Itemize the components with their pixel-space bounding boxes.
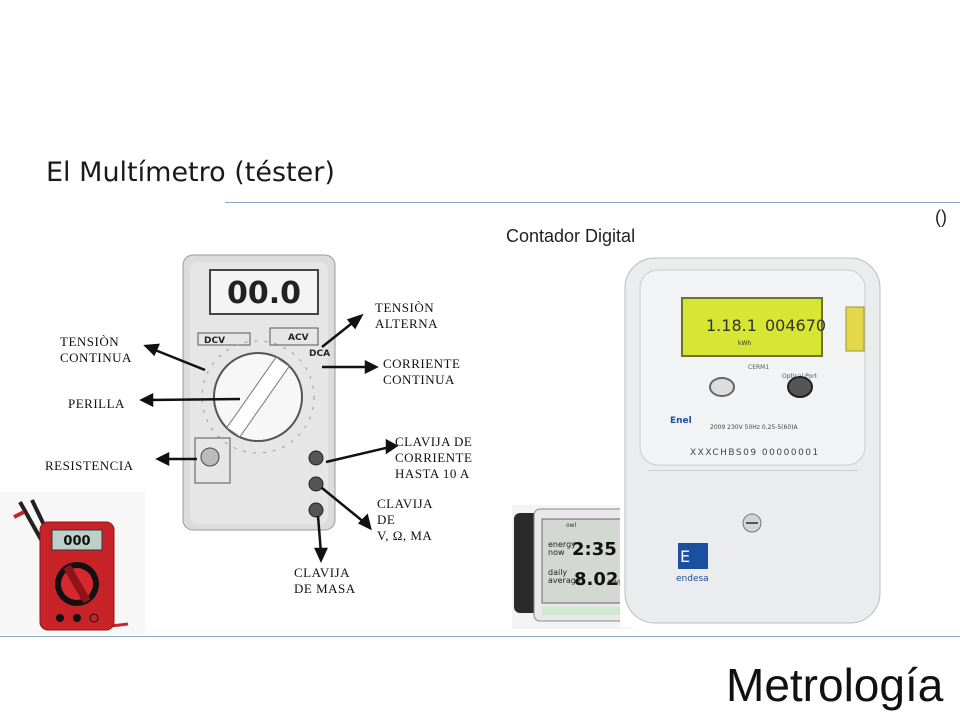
- lcd-unit: kWh: [738, 340, 751, 347]
- monitor-energy-value: 2:35: [572, 539, 617, 560]
- monitor-daily-value: 8.02: [574, 569, 618, 590]
- endesa-logo: [678, 543, 708, 569]
- footer-title: Metrología: [726, 659, 944, 711]
- svg-text:E: E: [680, 547, 690, 566]
- dial-label-dcv: DCV: [204, 336, 225, 346]
- red-multimeter-photo: 000: [0, 492, 145, 634]
- meter-barcode: XXXCHBS09 00000001: [690, 448, 820, 458]
- red-meter-display: 000: [63, 534, 90, 549]
- dial-label-dca: DCA: [309, 349, 330, 359]
- meter-caption: Contador Digital: [506, 226, 636, 246]
- smart-meter-photo: 1.18.1 004670 kWh CERM1 Optical Port Ene…: [620, 255, 885, 627]
- footer-divider: [0, 636, 960, 637]
- label-clavija-masa: CLAVIJA DE MASA: [294, 565, 356, 596]
- optical-port: [787, 376, 813, 398]
- dial-label-acv: ACV: [288, 333, 309, 343]
- svg-text:now: now: [548, 548, 565, 557]
- label-corriente-continua: CORRIENTE CONTINUA: [383, 356, 461, 387]
- lcd-right-value: 004670: [765, 316, 826, 335]
- label-clavija-v: CLAVIJA DE V, Ω, MA: [377, 496, 433, 543]
- label-resistencia: RESISTENCIA: [45, 458, 134, 473]
- meter-model: CERM1: [748, 364, 769, 371]
- jack-com: [308, 502, 324, 518]
- lcd-left-value: 1.18.1: [706, 316, 757, 335]
- label-tension-continua: TENSIÒN CONTINUA: [60, 334, 132, 365]
- smart-meter-lcd: [681, 297, 823, 357]
- svg-text:daily: daily: [548, 568, 567, 577]
- multimeter-display: [209, 269, 319, 315]
- label-perilla: PERILLA: [68, 396, 125, 411]
- multimeter-display-value: 00.0: [227, 276, 301, 311]
- multimeter-diagram: 00.0 DCV ACV DCA: [139, 254, 399, 564]
- meter-spec-line: 2009 230V 50Hz 0,25-5(60)A: [710, 424, 799, 431]
- title-divider: [225, 202, 960, 203]
- paren-note: (): [935, 207, 947, 227]
- label-clavija-corriente: CLAVIJA DE CORRIENTE HASTA 10 A: [395, 434, 473, 481]
- label-tension-alterna: TENSIÒN ALTERNA: [375, 300, 438, 331]
- svg-text:average: average: [548, 576, 581, 585]
- meter-brand: Enel: [670, 416, 692, 426]
- jack-10a: [308, 450, 324, 466]
- meter-status-tab: [845, 306, 865, 352]
- slide-title: El Multímetro (téster): [46, 157, 335, 188]
- monitor-energy-label: energy: [548, 540, 576, 549]
- endesa-logo-text: endesa: [676, 574, 709, 584]
- led-left: [709, 377, 735, 397]
- resistance-socket: [200, 447, 220, 467]
- monitor-unit: kWh: [608, 579, 623, 587]
- energy-monitor-photo: owl energy now 2:35 daily average 8.02 k…: [512, 505, 632, 629]
- jack-v-ohm-ma: [308, 476, 324, 492]
- monitor-brand: owl: [566, 522, 577, 529]
